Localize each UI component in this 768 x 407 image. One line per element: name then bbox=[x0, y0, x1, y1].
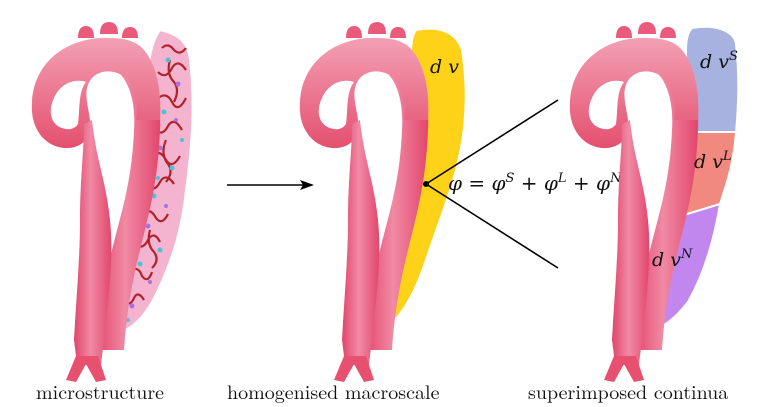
caption-homogenised: homogenised macroscale bbox=[227, 376, 439, 405]
caption-microstructure: microstructure bbox=[36, 376, 164, 405]
aorta-icon bbox=[570, 22, 699, 382]
mixture-equation: φ = φS + φL + φN bbox=[448, 171, 622, 195]
volume-element-label: d v bbox=[430, 56, 459, 78]
panel-superimposed: d vS d vL d vN bbox=[570, 22, 738, 382]
aorta-icon bbox=[32, 22, 161, 382]
caption-superimposed: superimposed continua bbox=[528, 376, 728, 405]
aorta-icon bbox=[300, 22, 429, 382]
arrow-icon bbox=[227, 180, 314, 190]
panel-homogenised: d v bbox=[300, 22, 466, 382]
panel-microstructure bbox=[32, 22, 193, 382]
